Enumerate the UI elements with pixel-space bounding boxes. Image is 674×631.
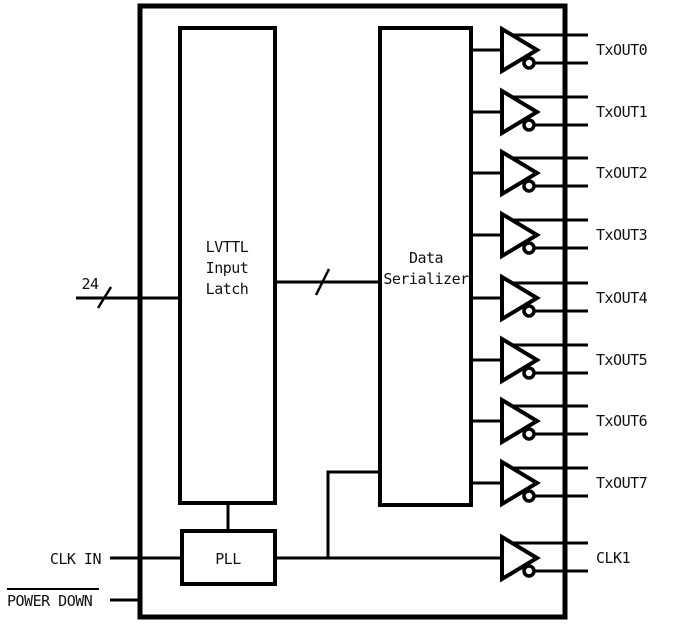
inverting-bubble-icon [522, 489, 536, 503]
buffer-triangle-icon [500, 148, 541, 198]
latch-label-line2: Input [206, 259, 249, 277]
txout6-label: TxOUT6 [596, 412, 648, 430]
serializer-label-line2: Serializer [383, 270, 469, 288]
serializer-label-line1: Data [409, 249, 443, 267]
buffer-triangle-icon [500, 533, 541, 583]
txout0-driver [500, 25, 588, 75]
txout1-label: TxOUT1 [596, 103, 648, 121]
buffer-triangle-icon [500, 396, 541, 446]
wires [76, 48, 502, 602]
txout3-label: TxOUT3 [596, 226, 647, 244]
inverting-bubble-icon [522, 304, 536, 318]
txout7-driver [500, 458, 588, 508]
txout4-driver [500, 273, 588, 323]
txout3-driver [500, 210, 588, 260]
txout5-label: TxOUT5 [596, 351, 647, 369]
inverting-bubble-icon [522, 56, 536, 70]
latch-label-line3: Latch [206, 280, 249, 298]
inverting-bubble-icon [522, 427, 536, 441]
bus24-slash-icon [96, 286, 113, 309]
buffer-triangle-icon [500, 458, 541, 508]
data-serializer-block [378, 26, 473, 507]
txout5-driver [500, 335, 588, 385]
txout6-driver [500, 396, 588, 446]
pll-label: PLL [215, 550, 241, 568]
power-down-label: POWER DOWN [7, 592, 93, 610]
txout7-label: TxOUT7 [596, 474, 647, 492]
buffer-triangle-icon [500, 335, 541, 385]
buffer-triangle-icon [500, 25, 541, 75]
lvttl-input-latch-block [178, 26, 277, 505]
latch-to-serializer-slash-icon [314, 268, 331, 296]
buffer-triangle-icon [500, 87, 541, 137]
bus-width-label: 24 [81, 275, 99, 293]
latch-label-line1: LVTTL [206, 238, 249, 256]
txout2-driver [500, 148, 588, 198]
clk-in-label: CLK IN [50, 550, 102, 568]
clk1-driver [500, 533, 588, 583]
inverting-bubble-icon [522, 366, 536, 380]
inverting-bubble-icon [522, 564, 536, 578]
pll-to-serializer-clock-wire [326, 470, 380, 558]
buffer-triangle-icon [500, 273, 541, 323]
inverting-bubble-icon [522, 241, 536, 255]
txout2-label: TxOUT2 [596, 164, 647, 182]
buffer-triangle-icon [500, 210, 541, 260]
txout4-label: TxOUT4 [596, 289, 648, 307]
inverting-bubble-icon [522, 179, 536, 193]
txout0-label: TxOUT0 [596, 41, 648, 59]
txout1-driver [500, 87, 588, 137]
inverting-bubble-icon [522, 118, 536, 132]
pll-block [180, 529, 277, 586]
clk1-label: CLK1 [596, 549, 631, 567]
